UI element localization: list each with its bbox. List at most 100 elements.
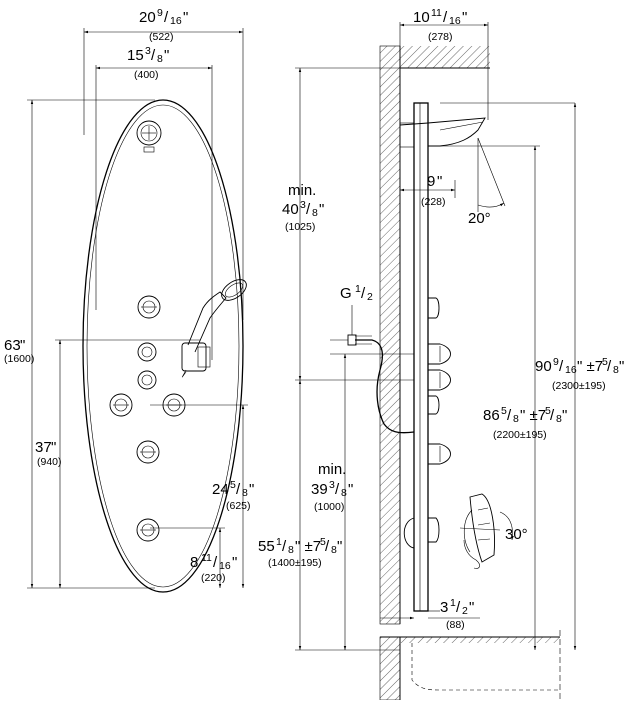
svg-text:": ": [51, 439, 56, 456]
svg-text:min.: min.: [318, 461, 346, 478]
jet-angle-label: 30°: [505, 526, 528, 543]
head-angle-label: 20°: [468, 210, 491, 227]
svg-text:40: 40: [282, 201, 299, 218]
svg-text:/: /: [456, 599, 461, 616]
svg-text:/: /: [507, 407, 512, 424]
svg-text:": ": [562, 407, 567, 424]
holder-height-label: 37 " (940): [35, 439, 62, 468]
svg-text:5: 5: [230, 479, 236, 491]
svg-text:16: 16: [170, 15, 182, 27]
svg-text:(400): (400): [134, 69, 159, 81]
svg-text:(1000): (1000): [314, 501, 344, 513]
svg-text:(1600): (1600): [4, 353, 34, 365]
body-jet: [137, 295, 161, 319]
wall-offset-label: 3 1 / 2 " (88): [440, 597, 474, 631]
svg-text:/: /: [550, 407, 555, 424]
body-jet: [109, 393, 133, 417]
svg-text:": ": [437, 173, 442, 190]
svg-text:(1025): (1025): [285, 221, 315, 233]
svg-text:": ": [232, 554, 237, 571]
side-jet: [428, 517, 440, 543]
svg-text:": ": [164, 47, 169, 64]
svg-text:1: 1: [355, 283, 361, 295]
arm-depth-label: 9 " (228): [421, 173, 446, 208]
svg-text:1: 1: [276, 536, 282, 548]
svg-text:8: 8: [157, 53, 163, 65]
min-floor-label: min. 39 3 / 8 " (1000): [311, 461, 353, 513]
connection-label: G 1 / 2: [340, 283, 373, 303]
svg-text:86: 86: [483, 407, 500, 424]
svg-text:90: 90: [535, 358, 552, 375]
svg-text:/: /: [361, 285, 366, 302]
svg-text:(2200±195): (2200±195): [493, 429, 547, 441]
jet-height-label: 24 5 / 8 " (625): [212, 479, 254, 512]
svg-text:/: /: [151, 47, 156, 64]
svg-text:8: 8: [556, 413, 562, 425]
svg-text:(1400±195): (1400±195): [268, 557, 322, 569]
svg-text:5: 5: [501, 405, 507, 417]
svg-text:" ±7: " ±7: [520, 407, 546, 424]
svg-text:": ": [319, 201, 324, 218]
svg-text:10: 10: [413, 9, 430, 26]
svg-text:/: /: [607, 358, 612, 375]
svg-text:8: 8: [242, 487, 248, 499]
svg-text:(522): (522): [149, 31, 174, 43]
side-jet: [428, 343, 451, 365]
svg-text:16: 16: [449, 15, 461, 27]
svg-text:/: /: [559, 358, 564, 375]
side-jet: [428, 369, 451, 391]
svg-text:9: 9: [553, 356, 559, 368]
jet-spacing-label: 15 3 / 8 " (400): [127, 45, 169, 81]
svg-text:": ": [183, 9, 188, 26]
svg-text:5: 5: [545, 405, 551, 417]
svg-text:/: /: [236, 481, 241, 498]
svg-text:8: 8: [312, 207, 318, 219]
svg-text:15: 15: [127, 47, 144, 64]
svg-text:(88): (88): [446, 619, 465, 631]
hand-shower: [181, 279, 247, 378]
svg-text:20: 20: [139, 9, 156, 26]
svg-text:/: /: [335, 481, 340, 498]
svg-text:8: 8: [341, 487, 347, 499]
svg-text:24: 24: [212, 481, 229, 498]
svg-text:5: 5: [602, 356, 608, 368]
svg-text:8: 8: [288, 544, 294, 556]
connection-hose: [355, 339, 415, 434]
body-jet: [136, 440, 160, 464]
svg-text:3: 3: [300, 199, 306, 211]
svg-text:2: 2: [367, 291, 373, 303]
svg-text:min.: min.: [288, 182, 316, 199]
svg-text:37: 37: [35, 439, 52, 456]
svg-text:/: /: [164, 9, 169, 26]
min-ceiling-label: min. 40 3 / 8 " (1025): [282, 182, 324, 233]
svg-text:2: 2: [462, 605, 468, 617]
svg-text:": ": [462, 9, 467, 26]
side-jet: [428, 297, 440, 319]
side-jet: [428, 395, 440, 415]
side-hand-shower: [459, 493, 514, 569]
panel-height-label: 86 5 / 8 " ±7 5 / 8 " (2200±195): [483, 405, 567, 441]
svg-text:63: 63: [4, 337, 21, 354]
svg-text:39: 39: [311, 481, 328, 498]
svg-text:(220): (220): [201, 572, 226, 584]
svg-text:" ±7: " ±7: [295, 538, 321, 555]
body-jet: [136, 518, 160, 542]
svg-text:" ±7: " ±7: [577, 358, 603, 375]
svg-text:": ": [469, 599, 474, 616]
svg-text:8: 8: [190, 554, 198, 571]
svg-text:8: 8: [613, 364, 619, 376]
svg-text:(625): (625): [226, 500, 251, 512]
svg-text:9: 9: [157, 7, 163, 19]
panel-outline: [82, 99, 244, 593]
body-jet: [137, 370, 157, 390]
svg-text:3: 3: [329, 479, 335, 491]
overall-height-label: 63 " (1600): [4, 337, 34, 365]
svg-text:(940): (940): [37, 456, 62, 468]
total-height-label: 90 9 / 16 " ±7 5 / 8 " (2300±195): [535, 356, 624, 392]
body-jet: [137, 342, 157, 362]
svg-text:16: 16: [219, 560, 231, 572]
svg-text:/: /: [443, 9, 448, 26]
svg-text:8: 8: [513, 413, 519, 425]
